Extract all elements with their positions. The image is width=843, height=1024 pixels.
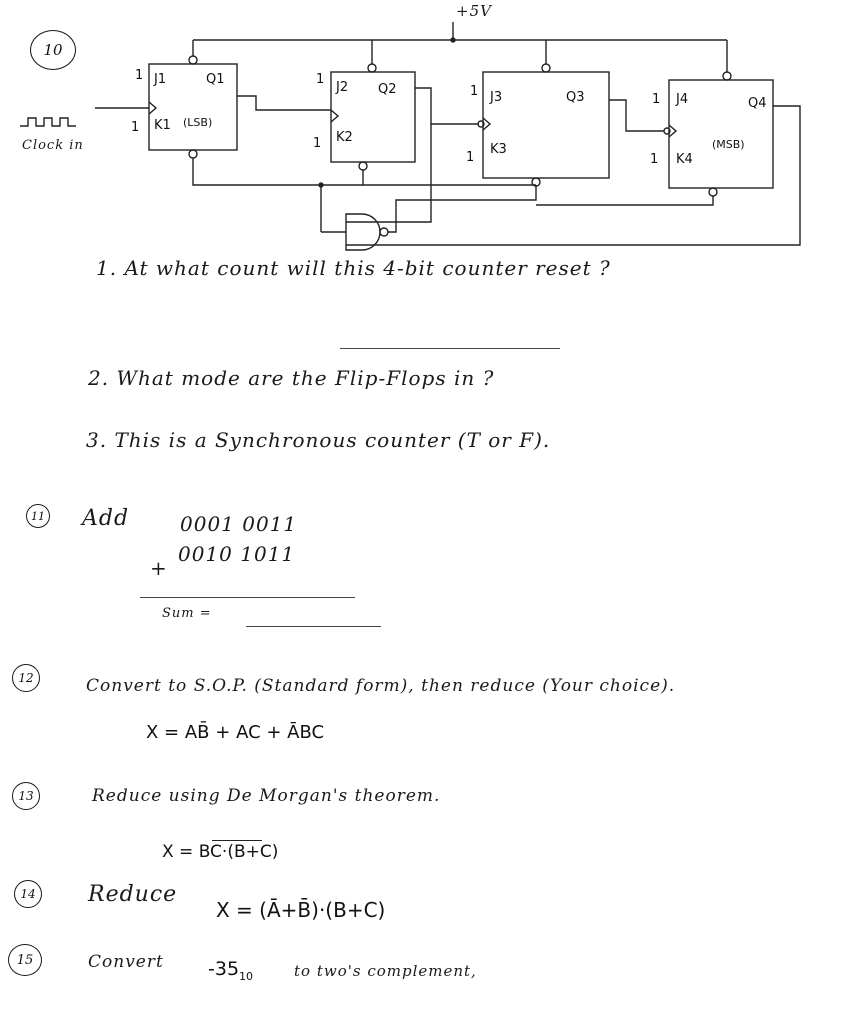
ff3-k-label: K3 <box>490 142 507 157</box>
ff4-note: (MSB) <box>712 138 745 151</box>
q11-plus: + <box>150 556 168 580</box>
ff3-j-label: J3 <box>490 90 503 105</box>
question-number-14: 14 <box>14 880 42 908</box>
q11-sum-line <box>140 597 355 598</box>
ff1-k-label: K1 <box>154 118 171 133</box>
ff3-j-input: 1 <box>470 84 479 99</box>
ff2-j-input: 1 <box>316 72 325 87</box>
q11-sum-label: Sum = <box>162 606 212 621</box>
ff1-k-input: 1 <box>131 120 140 135</box>
ff1-j-input: 1 <box>135 68 144 83</box>
ff2-q-label: Q2 <box>378 82 397 97</box>
question-number-11: 11 <box>26 504 50 528</box>
ff1-j-label: J1 <box>154 72 167 87</box>
q10-question-3: 3. This is a Synchronous counter (T or F… <box>86 428 551 452</box>
ff3-q-label: Q3 <box>566 90 585 105</box>
q13-overbar <box>212 840 262 841</box>
ff4-j-input: 1 <box>652 92 661 107</box>
ff3-box <box>482 71 610 179</box>
question-number-10: 10 <box>30 30 76 70</box>
ff2-box <box>330 71 416 163</box>
ff2-k-input: 1 <box>313 136 322 151</box>
question-number-15: 15 <box>8 944 42 976</box>
q15-label: Convert <box>88 952 164 972</box>
q12-expression: X = AB̄ + AC + ĀBC <box>146 722 325 743</box>
ff4-q-label: Q4 <box>748 96 767 111</box>
question-number-12: 12 <box>12 664 40 692</box>
q13-instruction: Reduce using De Morgan's theorem. <box>92 786 441 806</box>
supply-label: +5V <box>456 2 492 20</box>
q10-answer-line-1 <box>340 348 560 349</box>
ff4-k-label: K4 <box>676 152 693 167</box>
ff2-k-label: K2 <box>336 130 353 145</box>
ff4-k-input: 1 <box>650 152 659 167</box>
q10-question-1: 1. At what count will this 4-bit counter… <box>96 256 611 280</box>
clock-label: Clock in <box>22 138 84 153</box>
ff1-q-label: Q1 <box>206 72 225 87</box>
q14-label: Reduce <box>88 882 178 907</box>
q12-instruction: Convert to S.O.P. (Standard form), then … <box>86 676 676 696</box>
q15-value: -3510 <box>208 958 254 983</box>
question-number-13: 13 <box>12 782 40 810</box>
q15-tail: to two's complement, <box>294 962 477 980</box>
q14-expression: X = (Ā+B̄)·(B+C) <box>216 898 386 922</box>
ff2-j-label: J2 <box>336 80 349 95</box>
counter-schematic <box>20 22 801 251</box>
q11-label: Add <box>82 506 130 531</box>
ff3-k-input: 1 <box>466 150 475 165</box>
q11-operand-b: 0010 1011 <box>178 542 296 566</box>
q13-expression: X = BC·(B+C) <box>162 842 279 862</box>
ff4-j-label: J4 <box>676 92 689 107</box>
q11-sum-blank <box>246 626 381 627</box>
q10-question-2: 2. What mode are the Flip-Flops in ? <box>88 366 495 390</box>
ff1-note: (LSB) <box>183 116 213 129</box>
q11-operand-a: 0001 0011 <box>180 512 298 536</box>
